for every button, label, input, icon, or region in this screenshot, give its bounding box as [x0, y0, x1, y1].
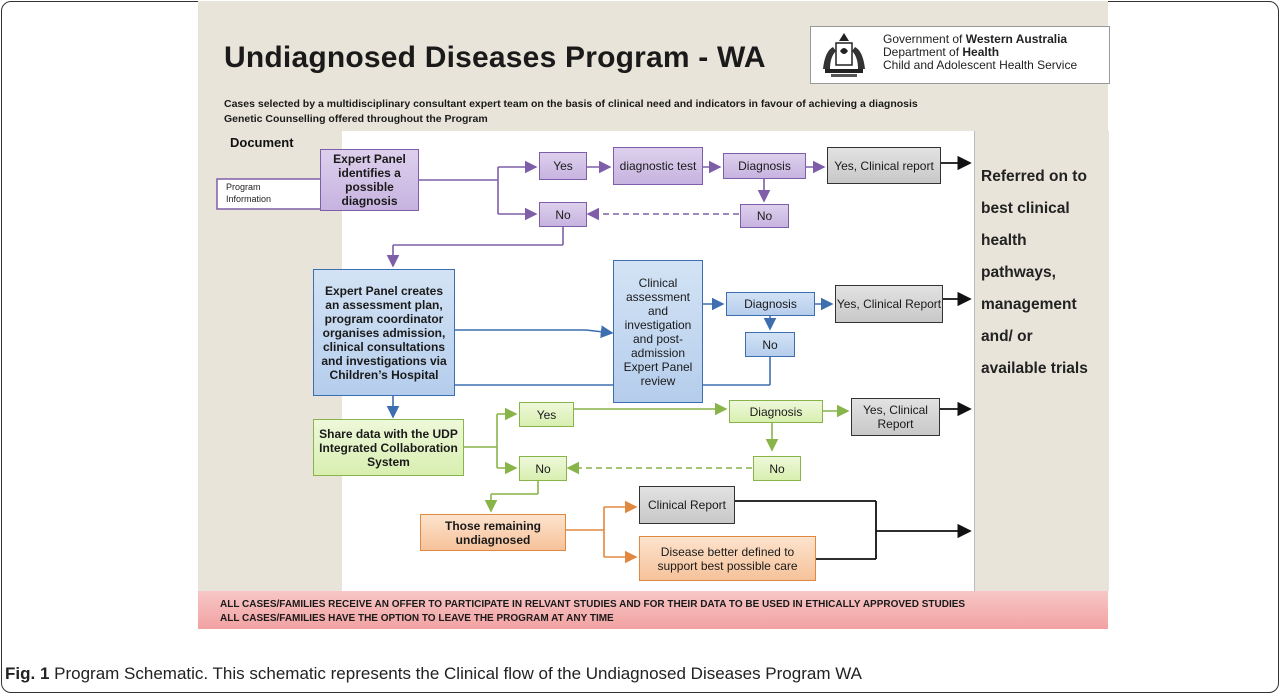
no-box-2: No [745, 332, 795, 357]
schematic-title: Undiagnosed Diseases Program - WA [224, 41, 766, 74]
flow-connectors [318, 155, 972, 564]
disease-better-defined-box: Disease better defined to support best p… [639, 536, 816, 581]
government-logo-block: Government of Western Australia Departme… [810, 26, 1110, 84]
caption-text: Program Schematic. This schematic repres… [49, 664, 862, 683]
caption-label: Fig. 1 [5, 664, 50, 683]
document-label: Document [230, 135, 294, 150]
expert-panel-creates-box: Expert Panel creates an assessment plan,… [313, 269, 455, 396]
referred-outcome-text: Referred on to best clinical health path… [981, 161, 1105, 385]
referred-line-1: Referred on to [981, 168, 1087, 185]
gov-line1-bold: Western Australia [965, 32, 1068, 46]
diagnosis-box-2: Diagnosis [726, 292, 815, 316]
expert-panel-identifies-box: Expert Panel identifies a possible diagn… [320, 149, 419, 211]
program-information-line2: Information [226, 194, 272, 204]
referred-line-6: and/ or [981, 328, 1033, 345]
diagnostic-test-box: diagnostic test [613, 147, 703, 185]
referred-line-7: available trials [981, 360, 1088, 377]
referred-line-4: pathways, [981, 264, 1056, 281]
gov-line2-bold: Health [962, 45, 1000, 59]
outcome-column [974, 131, 1109, 591]
no-box-3-left: No [519, 456, 567, 481]
coat-of-arms-icon [823, 33, 865, 77]
diagnosis-box-3: Diagnosis [729, 400, 823, 423]
share-data-box: Share data with the UDP Integrated Colla… [313, 419, 464, 476]
program-information-label: Program Information [226, 181, 271, 205]
referred-line-2: best clinical [981, 200, 1070, 217]
yes-clinical-report-box-1: Yes, Clinical report [827, 147, 941, 184]
schematic-slide: Undiagnosed Diseases Program - WA Cases … [198, 1, 1110, 629]
banner-line-1: ALL CASES/FAMILIES RECEIVE AN OFFER TO P… [220, 599, 966, 610]
gov-line3: Child and Adolescent Health Service [883, 58, 1078, 72]
referred-line-3: health [981, 232, 1027, 249]
clinical-assessment-box: Clinical assessment and investigation an… [613, 260, 703, 403]
government-text: Government of Western Australia Departme… [883, 33, 1077, 72]
no-box-3-right: No [753, 456, 801, 481]
clinical-report-box-4: Clinical Report [639, 486, 735, 524]
diagnosis-box-1: Diagnosis [723, 153, 806, 179]
no-box-1-right: No [740, 204, 789, 228]
program-information-line1: Program [226, 182, 261, 192]
participation-banner: ALL CASES/FAMILIES RECEIVE AN OFFER TO P… [198, 591, 1108, 629]
figure-caption: Fig. 1 Program Schematic. This schematic… [5, 664, 862, 684]
subtitle-selection: Cases selected by a multidisciplinary co… [224, 98, 918, 110]
subtitle-counselling: Genetic Counselling offered throughout t… [224, 113, 488, 125]
yes-clinical-report-box-2: Yes, Clinical Report [835, 285, 943, 323]
no-box-1-left: No [539, 202, 587, 227]
those-remaining-box: Those remaining undiagnosed [420, 514, 566, 551]
gov-line2-prefix: Department of [883, 45, 963, 59]
banner-line-2: ALL CASES/FAMILIES HAVE THE OPTION TO LE… [220, 613, 614, 624]
referred-line-5: management [981, 296, 1077, 313]
yes-clinical-report-box-3: Yes, Clinical Report [851, 398, 940, 436]
gov-line1-prefix: Government of [883, 32, 966, 46]
yes-box-1: Yes [539, 152, 587, 180]
yes-box-3: Yes [519, 402, 574, 427]
